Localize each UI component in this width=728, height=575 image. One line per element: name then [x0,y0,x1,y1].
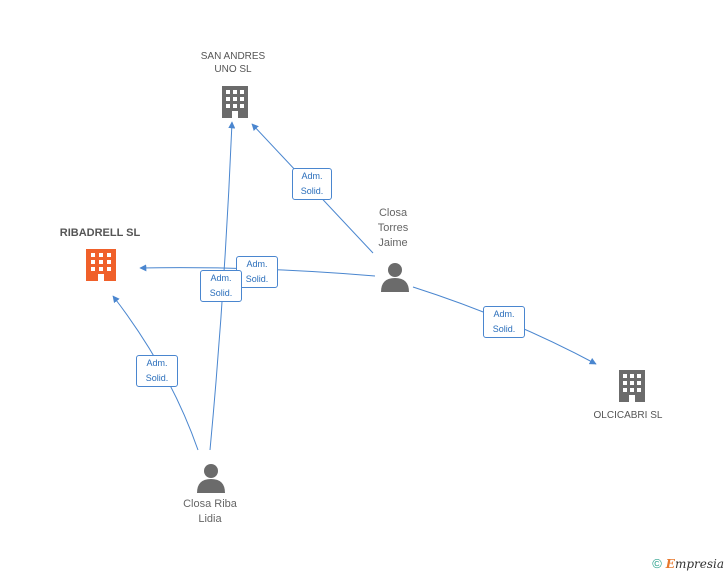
relation-label: Solid. [300,186,324,196]
building-icon[interactable] [619,370,645,402]
relation-box[interactable]: Adm. Solid. [483,306,525,338]
node-label-line: OLCICABRI SL [593,410,663,421]
copyright-icon: © [652,556,662,571]
person-icon[interactable] [381,263,409,292]
relation-label: Solid. [209,288,233,298]
focus-building-icon[interactable] [86,249,116,281]
node-label-line: Torres [377,222,409,234]
brand-name: mpresia [674,557,724,571]
brand-initial: E [665,557,675,571]
relation-box[interactable]: Adm. Solid. [136,355,178,387]
node-label-line: UNO SL [214,64,252,75]
node-label-line: Lidia [198,513,222,525]
relation-label: Adm. [210,273,232,283]
relation-label: Adm. [301,171,323,181]
brand-logo[interactable]: Empresia [666,557,724,571]
node-label-line: SAN ANDRES [200,51,266,62]
person-icon[interactable] [197,464,225,493]
node-label-line: Closa Riba [183,498,237,510]
node-label-line: Closa [378,207,408,219]
node-label-ribadrell: RIBADRELL SL [40,227,160,240]
relation-label: Adm. [246,259,268,269]
relation-label: Adm. [493,309,515,319]
building-icon[interactable] [222,86,248,118]
relation-label: Solid. [145,373,169,383]
node-label-line: Jaime [378,237,408,249]
node-label-closa-torres: Closa Torres Jaime [353,206,433,251]
node-label-olcicabri: OLCICABRI SL [578,409,678,422]
relation-box[interactable]: Adm. Solid. [292,168,332,200]
relation-label: Adm. [146,358,168,368]
node-label-san-andres: SAN ANDRES UNO SL [183,50,283,76]
relation-label: Solid. [245,274,269,284]
relation-box[interactable]: Adm. Solid. [200,270,242,302]
footer-brand: ©Empresia [652,556,724,571]
relation-label: Solid. [492,324,516,334]
relation-box[interactable]: Adm. Solid. [236,256,278,288]
node-label-line: RIBADRELL SL [59,227,141,239]
node-label-closa-riba: Closa Riba Lidia [160,497,260,527]
